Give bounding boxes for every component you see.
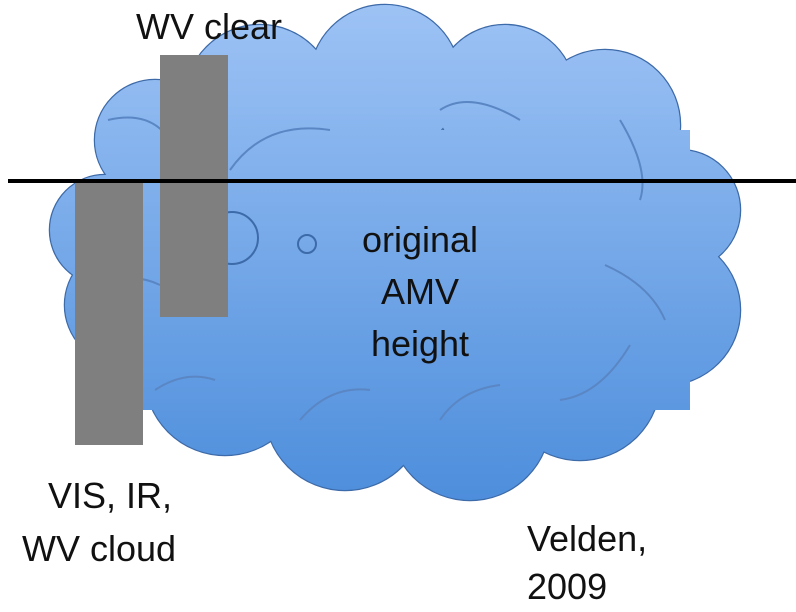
center-label-line1: original — [361, 219, 479, 260]
vis-ir-label-line1: VIS, IR, — [48, 475, 173, 516]
center-label-line2: AMV — [380, 271, 459, 312]
wv-clear-bar — [160, 55, 228, 317]
center-label-line3: height — [370, 323, 470, 364]
cloud-inner-arcs — [99, 101, 666, 421]
vis-ir-wv-cloud-bar — [75, 180, 143, 445]
credit-line1: Velden, — [527, 518, 648, 559]
credit-line2: 2009 — [527, 566, 608, 607]
wv-clear-label: WV clear — [136, 6, 283, 47]
vis-ir-label-line2: WV cloud — [22, 528, 177, 569]
